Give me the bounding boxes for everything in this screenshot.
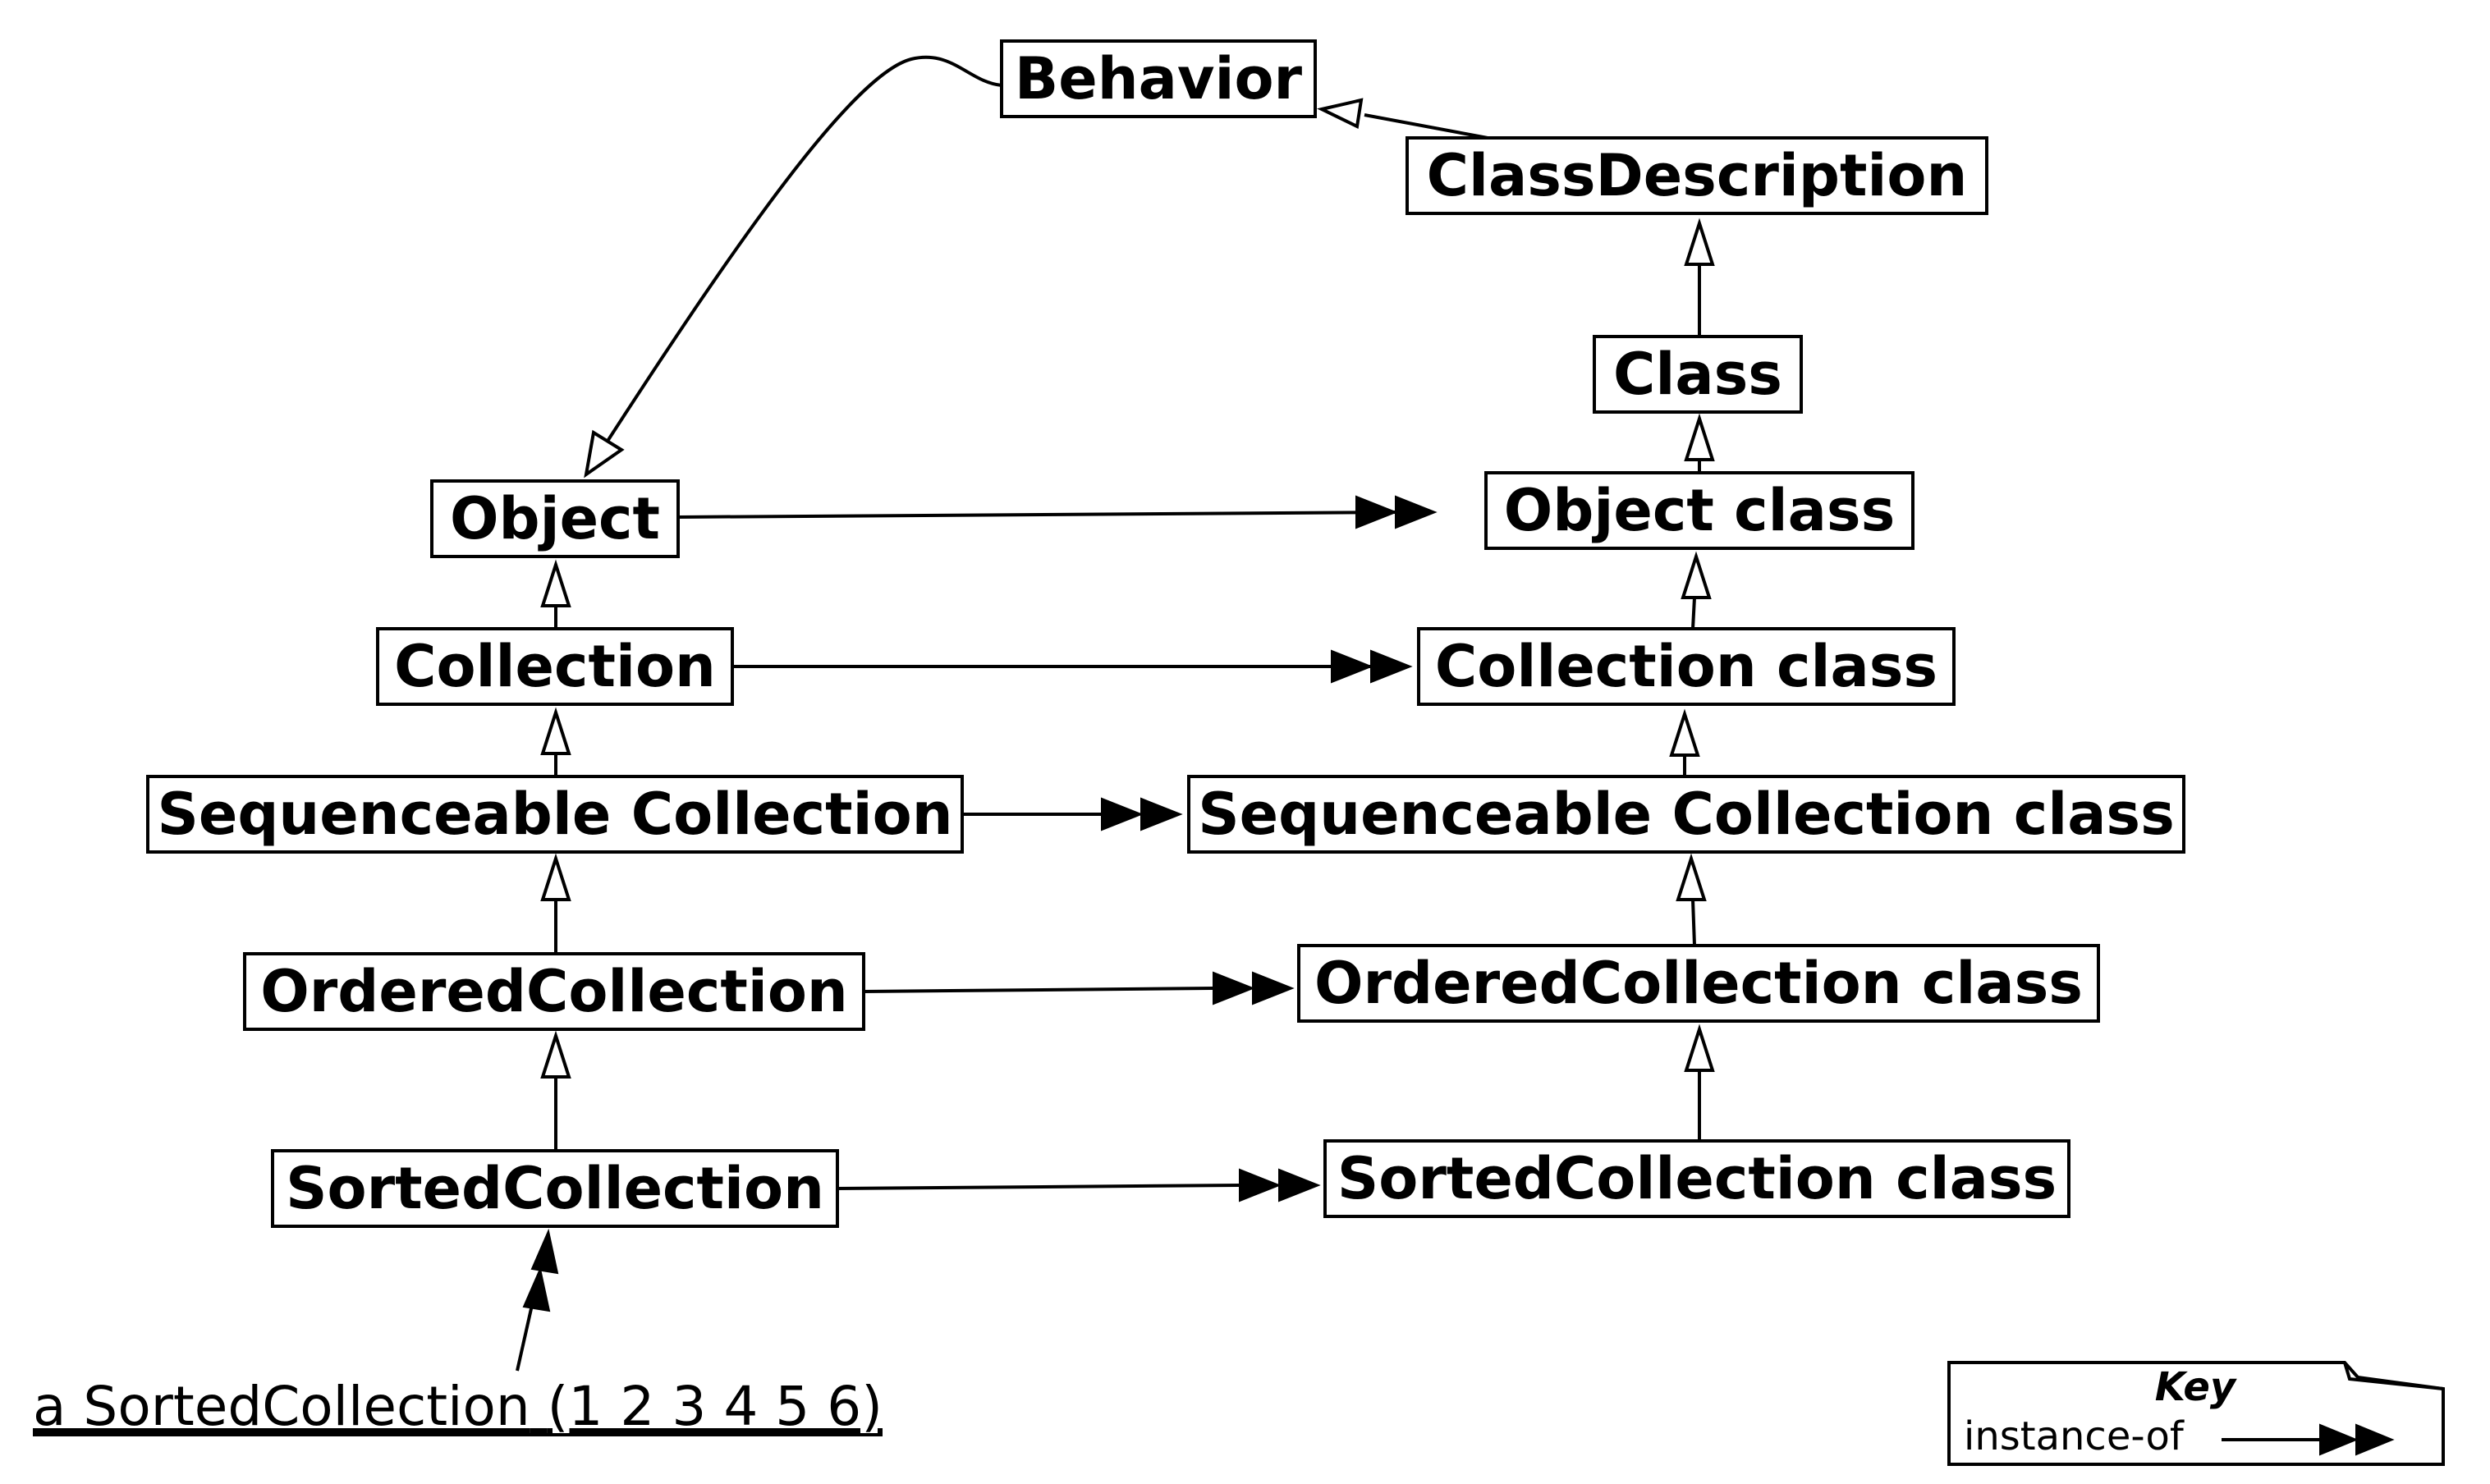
node-class-label: Class xyxy=(1613,341,1782,408)
node-sorted-collection-label: SortedCollection xyxy=(286,1155,824,1222)
legend-instance-of-arrowhead-2 xyxy=(2355,1423,2395,1456)
instance-instanceof-sortedcollection-arrowhead-2 xyxy=(530,1228,559,1275)
node-sorted-collection-class-label: SortedCollection class xyxy=(1337,1145,2057,1212)
node-ordered-collection-label: OrderedCollection xyxy=(260,958,848,1025)
sortedcollection-to-orderedcollection-arrowhead xyxy=(540,1030,571,1079)
node-behavior: Behavior xyxy=(1000,39,1317,118)
node-sorted-collection: SortedCollection xyxy=(271,1149,839,1228)
node-object-class: Object class xyxy=(1484,471,1915,550)
instance-prefix: a SortedCollection xyxy=(33,1375,530,1438)
node-collection-class-label: Collection class xyxy=(1435,633,1937,700)
sortedcollectionclass-to-orderedcollectionclass-arrowhead xyxy=(1684,1024,1715,1072)
legend-key: Key instance-of xyxy=(1947,1361,2445,1466)
node-sequenceable-collection-class-label: Sequenceable Collection class xyxy=(1198,781,2175,848)
instance-label: a SortedCollection (1 2 3 4 5 6) xyxy=(33,1375,883,1438)
seqcollection-to-collection-arrowhead xyxy=(540,707,571,755)
sortedcollection-instanceof-sortedcollectionclass-arrowhead-2 xyxy=(1278,1168,1321,1202)
seqcollectionclass-to-collectionclass-arrowhead xyxy=(1669,708,1700,757)
node-object-class-label: Object class xyxy=(1504,477,1895,544)
orderedcollection-instanceof-orderedcollectionclass-arrowhead-1 xyxy=(1213,971,1255,1005)
instance-elements: (1 2 3 4 5 6) xyxy=(548,1375,883,1438)
collection-instanceof-collectionclass-arrowhead-1 xyxy=(1331,649,1373,684)
orderedcollectionclass-to-seqcollectionclass-edge xyxy=(1691,899,1696,946)
legend-title: Key xyxy=(2155,1364,2237,1410)
collection-instanceof-collectionclass-arrowhead-2 xyxy=(1370,649,1413,684)
node-object-label: Object xyxy=(450,485,660,552)
nodes: Behavior ClassDescription Class Object O… xyxy=(146,39,2185,1228)
objectclass-to-class-arrowhead xyxy=(1684,413,1715,461)
class-to-classdescription-arrowhead xyxy=(1684,218,1715,266)
node-ordered-collection-class-label: OrderedCollection class xyxy=(1314,950,2083,1017)
node-ordered-collection-class: OrderedCollection class xyxy=(1297,944,2100,1023)
classdescription-to-behavior-edge xyxy=(1364,113,1488,140)
object-instanceof-objectclass-arrowhead-2 xyxy=(1395,495,1438,529)
collection-to-object-arrowhead xyxy=(540,559,571,607)
node-class-description-label: ClassDescription xyxy=(1427,142,1968,209)
node-collection-class: Collection class xyxy=(1417,627,1956,706)
behavior-to-object-arrowhead xyxy=(584,429,625,479)
orderedcollection-instanceof-orderedcollectionclass-edge xyxy=(863,987,1214,993)
instance-instanceof-sortedcollection-arrowhead-1 xyxy=(522,1266,551,1312)
collectionclass-to-objectclass-arrowhead xyxy=(1681,551,1712,599)
orderedcollection-to-seqcollection-arrowhead xyxy=(540,853,571,901)
instance-instanceof-sortedcollection-edge xyxy=(516,1304,534,1372)
node-class-description: ClassDescription xyxy=(1405,136,1988,215)
instance-node: a SortedCollection (1 2 3 4 5 6) xyxy=(33,1375,883,1438)
legend-instance-of-arrowhead-1 xyxy=(2319,1423,2359,1456)
sortedcollection-instanceof-sortedcollectionclass-arrowhead-1 xyxy=(1239,1168,1282,1202)
seqcollection-instanceof-seqcollectionclass-arrowhead-2 xyxy=(1140,797,1183,831)
node-ordered-collection: OrderedCollection xyxy=(243,952,865,1031)
node-sequenceable-collection-label: Sequenceable Collection xyxy=(157,781,952,848)
object-instanceof-objectclass-edge xyxy=(677,511,1396,519)
behavior-to-object-edge xyxy=(603,55,1002,447)
node-collection: Collection xyxy=(376,627,734,706)
node-behavior-label: Behavior xyxy=(1015,45,1303,112)
node-class: Class xyxy=(1593,335,1803,414)
node-object: Object xyxy=(430,479,680,558)
orderedcollection-instanceof-orderedcollectionclass-arrowhead-2 xyxy=(1252,971,1295,1005)
legend-folded-corner xyxy=(2343,1362,2444,1390)
collectionclass-to-objectclass-edge xyxy=(1691,597,1696,630)
edges xyxy=(516,55,1715,1372)
node-collection-label: Collection xyxy=(394,633,716,700)
seqcollection-instanceof-seqcollectionclass-arrowhead-1 xyxy=(1101,797,1144,831)
sortedcollection-instanceof-sortedcollectionclass-edge xyxy=(835,1184,1240,1190)
node-sequenceable-collection: Sequenceable Collection xyxy=(146,775,964,854)
object-instanceof-objectclass-arrowhead-1 xyxy=(1355,495,1398,529)
legend-instance-of-label: instance-of xyxy=(1964,1413,2185,1459)
classdescription-to-behavior-arrowhead xyxy=(1317,98,1364,129)
orderedcollectionclass-to-seqcollectionclass-arrowhead xyxy=(1676,853,1707,901)
node-sequenceable-collection-class: Sequenceable Collection class xyxy=(1187,775,2185,854)
node-sorted-collection-class: SortedCollection class xyxy=(1323,1139,2070,1218)
